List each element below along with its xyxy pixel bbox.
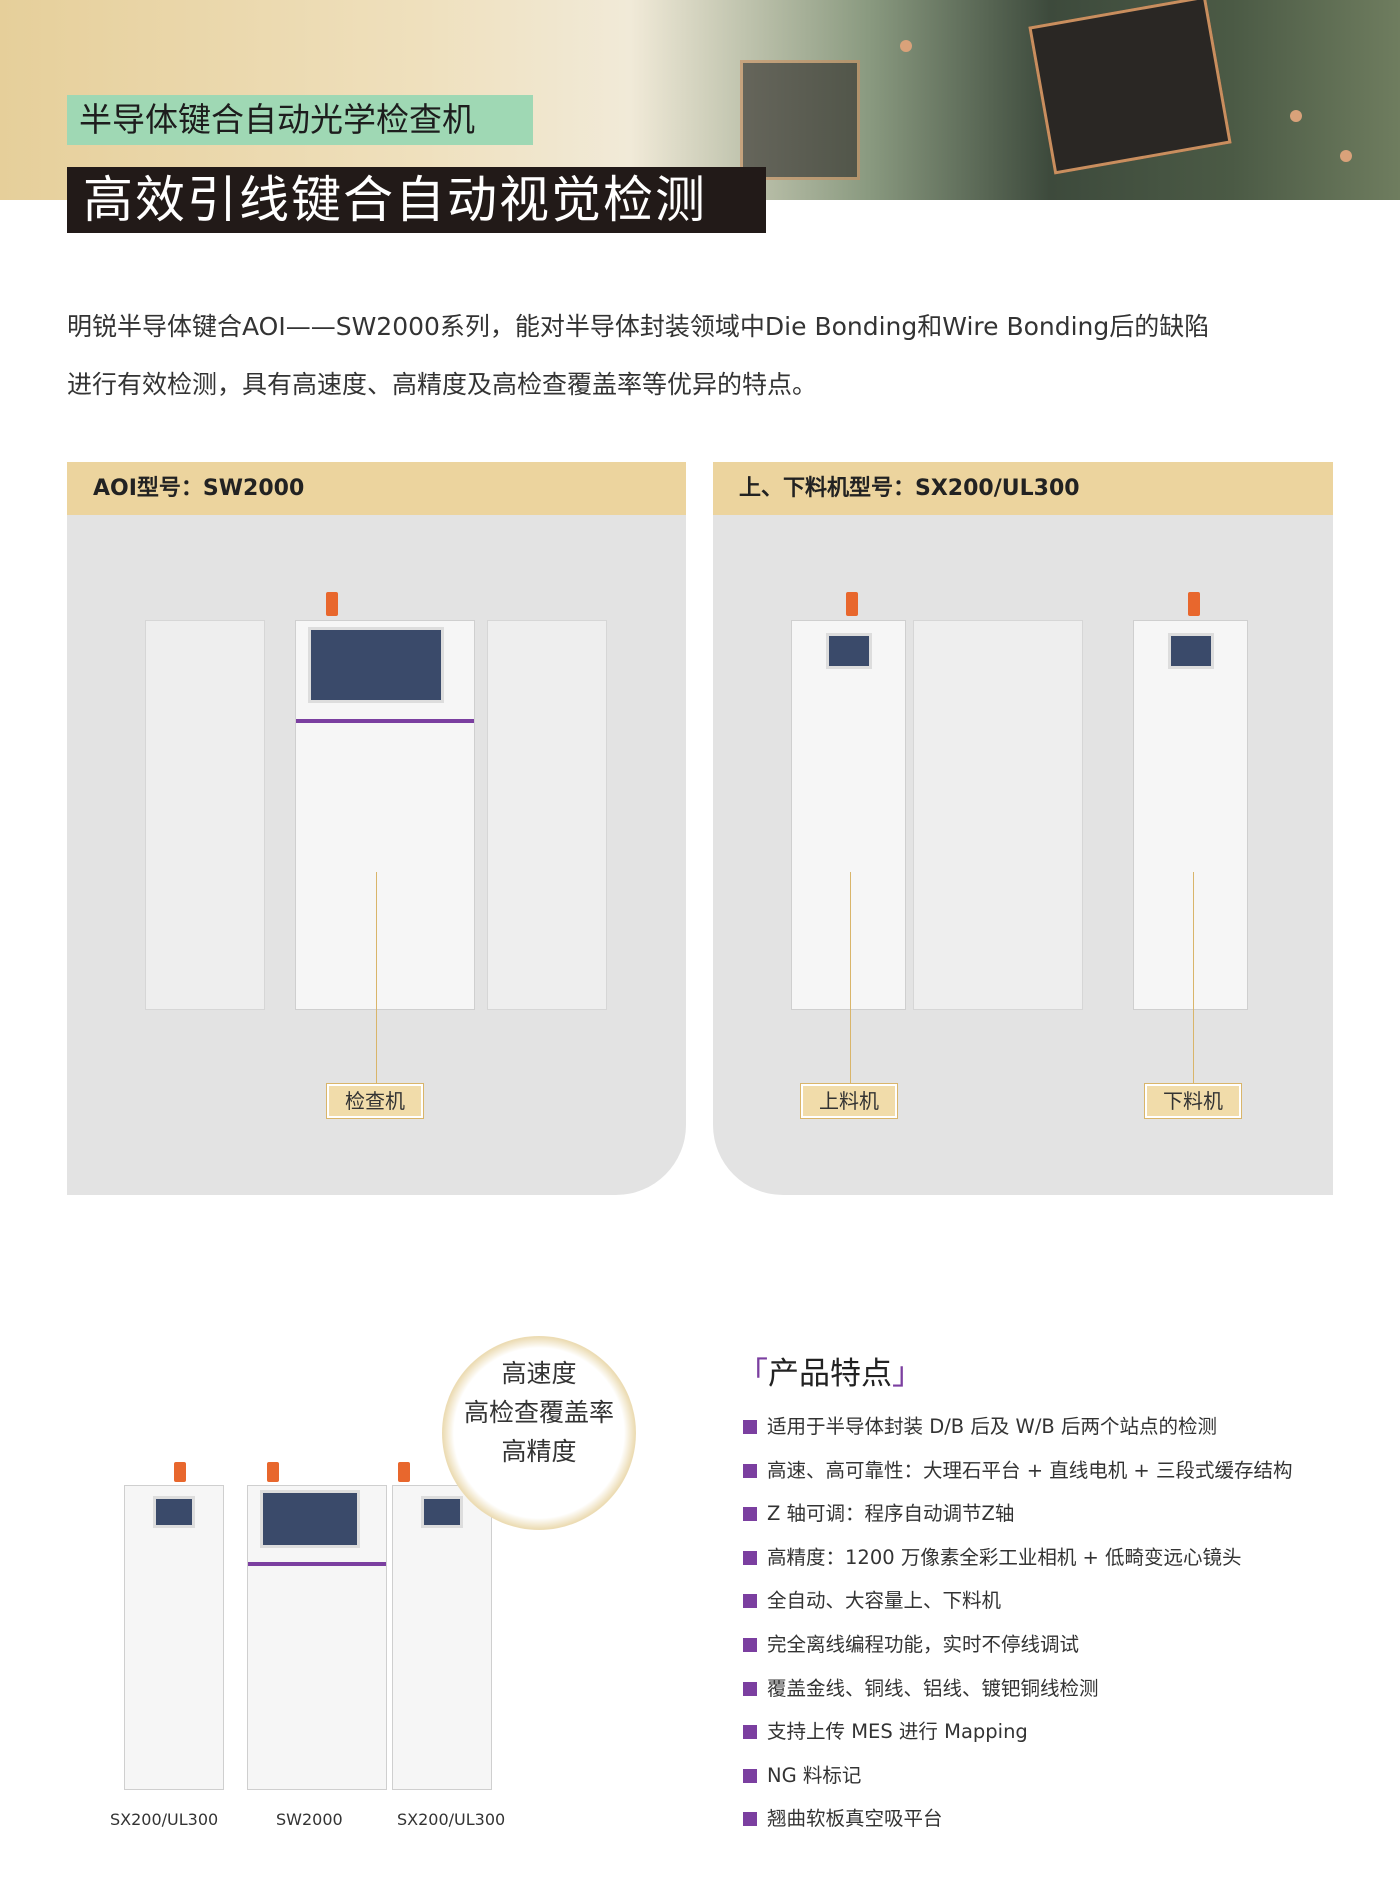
- square-bullet-icon: [743, 1812, 757, 1827]
- feature-text: 覆盖金线、铜线、铝线、镀钯铜线检测: [767, 1676, 1099, 1700]
- loader-machine: [124, 1485, 224, 1790]
- list-item: 完全离线编程功能，实时不停线调试: [743, 1628, 1292, 1672]
- square-bullet-icon: [743, 1507, 757, 1522]
- highlight-item: 高速度: [501, 1359, 577, 1388]
- features-title: 「产品特点」: [737, 1348, 923, 1393]
- inspection-machine: [295, 620, 475, 1010]
- product-subtitle: 半导体键合自动光学检查机: [67, 95, 533, 145]
- machine-screen: [153, 1496, 195, 1528]
- machine-screen: [421, 1496, 463, 1528]
- pad-dot: [1290, 110, 1302, 122]
- panel-header: AOI型号：SW2000: [67, 462, 686, 515]
- square-bullet-icon: [743, 1725, 757, 1740]
- loader-machine-faded: [145, 620, 265, 1010]
- inspection-machine: [247, 1485, 387, 1790]
- unloader-machine: [392, 1485, 492, 1790]
- unloader-machine-faded: [487, 620, 607, 1010]
- intro-line: 明锐半导体键合AOI——SW2000系列，能对半导体封装领域中Die Bondi…: [67, 312, 1210, 341]
- callout-inspection: 检查机: [326, 1083, 424, 1119]
- highlight-item: 高精度: [501, 1437, 577, 1466]
- square-bullet-icon: [743, 1768, 757, 1783]
- callout-line: [376, 872, 377, 1108]
- chip-graphic: [1028, 0, 1232, 175]
- square-bullet-icon: [743, 1463, 757, 1478]
- unloader-machine: [1133, 620, 1248, 1010]
- bracket-open: 「: [737, 1356, 768, 1392]
- list-item: 高精度：1200 万像素全彩工业相机 + 低畸变远心镜头: [743, 1541, 1292, 1585]
- bracket-close: 」: [892, 1356, 923, 1392]
- panel-header: 上、下料机型号：SX200/UL300: [713, 462, 1333, 515]
- intro-line: 进行有效检测，具有高速度、高精度及高检查覆盖率等优异的特点。: [67, 370, 818, 399]
- caption-inspection: SW2000: [276, 1810, 343, 1829]
- loader-panel: 上、下料机型号：SX200/UL300 上料机 下料机: [713, 462, 1333, 1195]
- list-item: 适用于半导体封装 D/B 后及 W/B 后两个站点的检测: [743, 1410, 1292, 1454]
- machine-screen: [826, 633, 872, 669]
- machine-screen: [260, 1490, 360, 1548]
- list-item: 翘曲软板真空吸平台: [743, 1802, 1292, 1846]
- feature-text: Z 轴可调：程序自动调节Z轴: [767, 1502, 1015, 1526]
- feature-text: 高速、高可靠性：大理石平台 + 直线电机 + 三段式缓存结构: [767, 1458, 1293, 1482]
- highlight-item: 高检查覆盖率: [463, 1398, 614, 1427]
- list-item: 覆盖金线、铜线、铝线、镀钯铜线检测: [743, 1672, 1292, 1716]
- callout-loader: 上料机: [800, 1083, 898, 1119]
- accent-stripe: [248, 1562, 386, 1566]
- feature-text: NG 料标记: [767, 1763, 862, 1787]
- signal-lamp: [1188, 592, 1200, 616]
- machine-screen: [1168, 633, 1214, 669]
- square-bullet-icon: [743, 1637, 757, 1652]
- page-title: 高效引线键合自动视觉检测: [67, 167, 766, 233]
- machine-screen: [308, 627, 444, 703]
- callout-line: [1193, 872, 1194, 1108]
- pad-dot: [1340, 150, 1352, 162]
- signal-lamp: [846, 592, 858, 616]
- signal-lamp: [174, 1462, 186, 1482]
- square-bullet-icon: [743, 1594, 757, 1609]
- list-item: 全自动、大容量上、下料机: [743, 1584, 1292, 1628]
- feature-text: 适用于半导体封装 D/B 后及 W/B 后两个站点的检测: [767, 1415, 1217, 1438]
- loader-machine: [791, 620, 906, 1010]
- signal-lamp: [267, 1462, 279, 1482]
- chip-graphic: [740, 60, 860, 180]
- square-bullet-icon: [743, 1681, 757, 1696]
- feature-text: 支持上传 MES 进行 Mapping: [767, 1720, 1028, 1744]
- feature-text: 完全离线编程功能，实时不停线调试: [767, 1632, 1080, 1656]
- caption-loader: SX200/UL300: [110, 1810, 219, 1829]
- inspection-machine-faded: [913, 620, 1083, 1010]
- accent-stripe: [296, 719, 474, 723]
- callout-line: [850, 872, 851, 1108]
- feature-text: 高精度：1200 万像素全彩工业相机 + 低畸变远心镜头: [767, 1545, 1242, 1569]
- callout-unloader: 下料机: [1144, 1083, 1242, 1119]
- square-bullet-icon: [743, 1550, 757, 1565]
- list-item: 支持上传 MES 进行 Mapping: [743, 1715, 1292, 1759]
- list-item: NG 料标记: [743, 1759, 1292, 1803]
- list-item: Z 轴可调：程序自动调节Z轴: [743, 1497, 1292, 1541]
- signal-lamp: [326, 592, 338, 616]
- intro-paragraph: 明锐半导体键合AOI——SW2000系列，能对半导体封装领域中Die Bondi…: [67, 298, 1337, 414]
- features-title-text: 产品特点: [768, 1356, 892, 1392]
- highlights-badge: 高速度 高检查覆盖率 高精度: [442, 1336, 636, 1530]
- list-item: 高速、高可靠性：大理石平台 + 直线电机 + 三段式缓存结构: [743, 1454, 1292, 1498]
- square-bullet-icon: [743, 1420, 757, 1434]
- feature-text: 全自动、大容量上、下料机: [767, 1589, 1002, 1613]
- feature-text: 翘曲软板真空吸平台: [767, 1807, 943, 1831]
- aoi-panel: AOI型号：SW2000 检查机: [67, 462, 686, 1195]
- signal-lamp: [398, 1462, 410, 1482]
- caption-unloader: SX200/UL300: [397, 1810, 506, 1829]
- pad-dot: [900, 40, 912, 52]
- features-list: 适用于半导体封装 D/B 后及 W/B 后两个站点的检测 高速、高可靠性：大理石…: [743, 1410, 1292, 1846]
